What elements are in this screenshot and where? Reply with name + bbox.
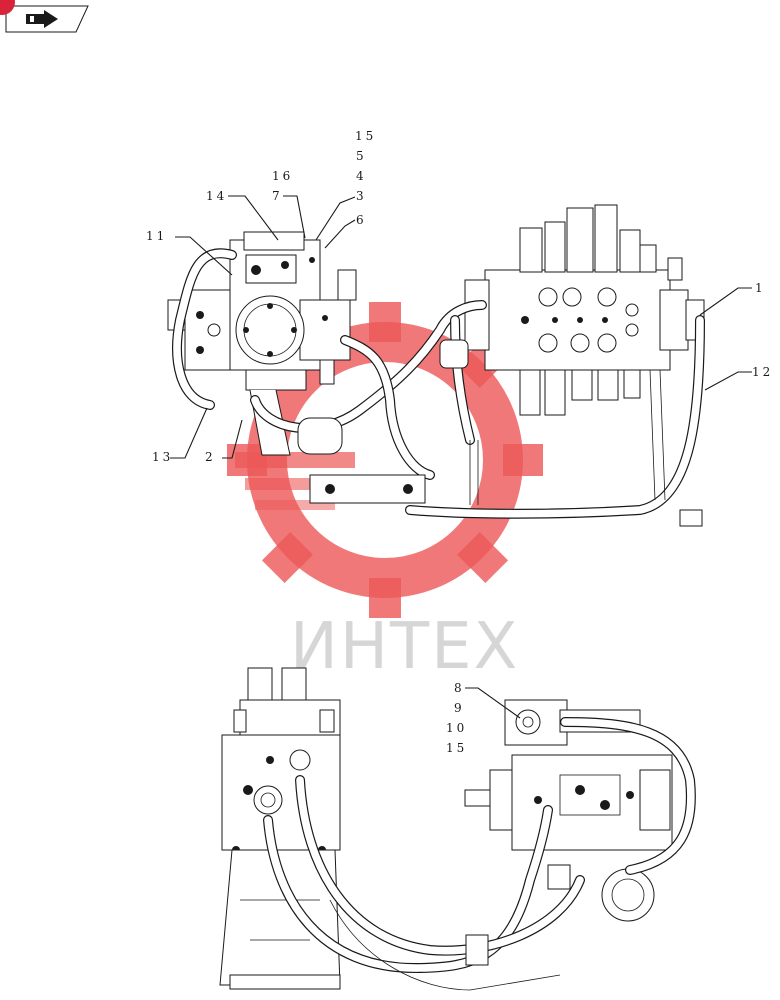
arrow-right-icon <box>26 10 58 28</box>
callout-9: 9 <box>454 701 465 715</box>
nav-button[interactable] <box>5 5 89 33</box>
callout-3: 3 <box>356 189 367 203</box>
callout-16: 16 <box>272 169 293 183</box>
bottom-valve-stand <box>219 667 341 990</box>
bottom-callouts: 8 9 10 15 <box>446 681 467 755</box>
bottom-leader-lines <box>465 687 521 719</box>
callout-12: 12 <box>752 365 773 379</box>
callout-7: 7 <box>272 189 283 203</box>
callout-14: 14 <box>206 189 227 203</box>
callout-5: 5 <box>356 149 367 163</box>
callout-8: 8 <box>454 681 465 695</box>
callout-4: 4 <box>356 169 367 183</box>
page-corner-badge <box>0 0 15 15</box>
callout-15-bottom: 15 <box>446 741 467 755</box>
callout-10: 10 <box>446 721 467 735</box>
callout-11: 11 <box>146 229 167 243</box>
bottom-hoses <box>263 717 696 991</box>
main-pump-assembly <box>167 231 357 456</box>
control-valve-assembly <box>464 204 705 416</box>
callout-2: 2 <box>205 450 216 464</box>
callout-1: 1 <box>755 281 766 295</box>
callout-6: 6 <box>356 213 367 227</box>
mounting-bracket <box>297 339 703 527</box>
callout-13: 13 <box>152 450 173 464</box>
callout-15-top: 15 <box>355 129 376 143</box>
top-leader-lines <box>170 195 752 459</box>
watermark-text: ИНТЕХ <box>290 610 519 684</box>
top-hoses <box>172 248 705 519</box>
top-callouts: 15 5 4 16 3 7 14 6 11 1 12 13 2 <box>146 129 773 464</box>
